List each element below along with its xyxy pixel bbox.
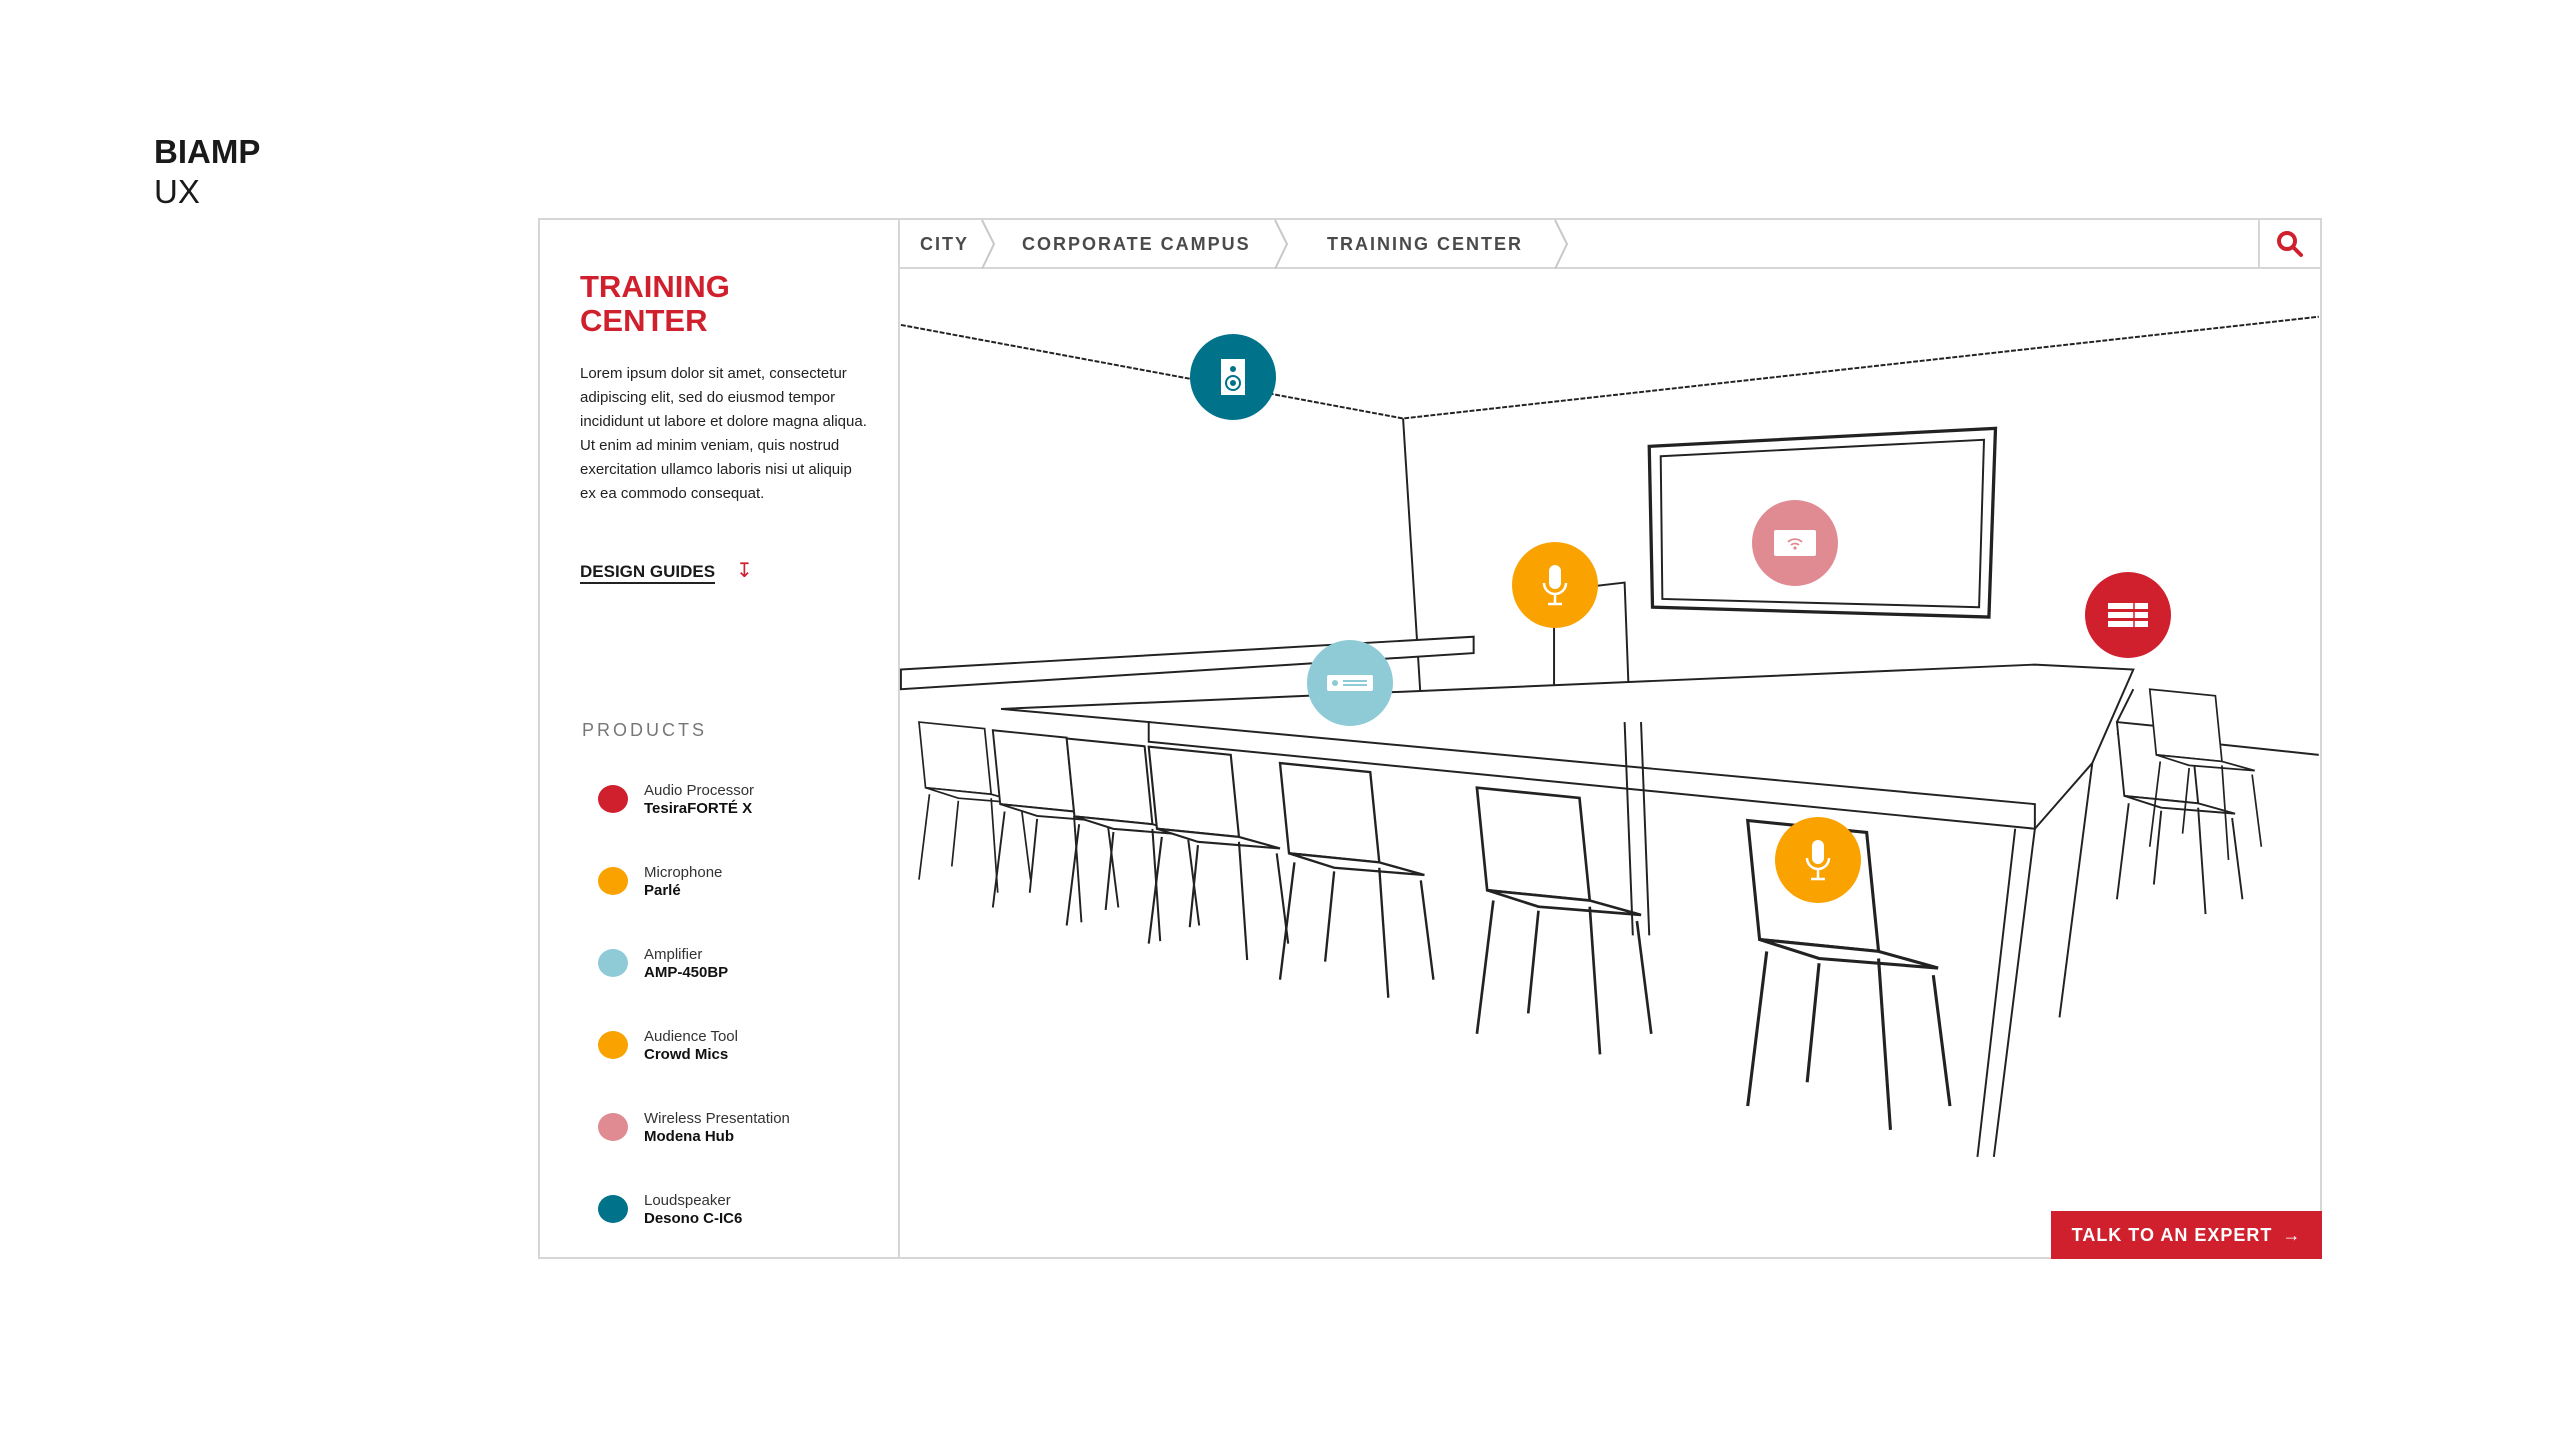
product-color-dot [598, 785, 628, 813]
products-heading: PRODUCTS [582, 720, 708, 740]
breadcrumb: CITY CORPORATE CAMPUS TRAINING CENTER [900, 220, 2320, 269]
brand-logo: BIAMP UX [154, 132, 260, 212]
product-color-dot [598, 1113, 628, 1141]
hotspot-audio-processor[interactable] [2085, 572, 2171, 658]
product-model: TesiraFORTÉ X [644, 800, 753, 817]
product-model: Modena Hub [644, 1128, 734, 1145]
amplifier-icon [1327, 675, 1373, 691]
product-category: Loudspeaker [644, 1192, 731, 1209]
product-category: Microphone [644, 864, 723, 881]
product-color-dot [598, 949, 628, 977]
breadcrumb-training-center[interactable]: TRAINING CENTER [1327, 234, 1523, 254]
audio-processor-icon [2108, 601, 2148, 629]
sidebar: TRAINING CENTER Lorem ipsum dolor sit am… [540, 220, 900, 1257]
room-description: Lorem ipsum dolor sit amet, consectetur … [580, 365, 867, 502]
hotspot-wireless-presentation[interactable] [1752, 500, 1838, 586]
design-guides-link[interactable]: DESIGN GUIDES [580, 562, 716, 584]
speaker-icon [1221, 359, 1245, 395]
microphone-icon [1542, 565, 1568, 606]
breadcrumb-corporate-campus[interactable]: CORPORATE CAMPUS [1022, 234, 1251, 254]
breadcrumb-separators [981, 220, 1569, 269]
room-explorer-panel: TRAINING CENTER Lorem ipsum dolor sit am… [538, 218, 2322, 1259]
download-arrow-icon[interactable]: ↧ [736, 560, 753, 582]
product-color-dot [598, 1195, 628, 1223]
product-model: AMP-450BP [644, 964, 729, 981]
hotspot-crowd-mics[interactable] [1775, 817, 1861, 903]
product-model: Parlé [644, 882, 681, 899]
hotspot-amplifier[interactable] [1307, 640, 1393, 726]
hotspot-loudspeaker[interactable] [1190, 334, 1276, 420]
microphone-icon [1805, 840, 1831, 881]
product-color-dot [598, 1031, 628, 1059]
breadcrumb-city[interactable]: CITY [920, 234, 970, 254]
product-category: Audio Processor [644, 782, 755, 799]
talk-to-expert-button[interactable]: TALK TO AN EXPERT → [2051, 1211, 2322, 1259]
brand-sub: UX [154, 173, 200, 210]
product-category: Wireless Presentation [644, 1110, 790, 1127]
search-button[interactable] [2258, 220, 2320, 267]
product-category: Amplifier [644, 946, 703, 963]
search-icon [2277, 230, 2303, 257]
product-color-dot [598, 867, 628, 895]
product-model: Crowd Mics [644, 1046, 729, 1063]
arrow-right-icon: → [2282, 1224, 2302, 1245]
product-category: Audience Tool [644, 1028, 738, 1045]
cta-label: TALK TO AN EXPERT [2071, 1224, 2273, 1245]
wireless-hub-icon [1774, 530, 1816, 556]
hotspot-microphone[interactable] [1512, 542, 1598, 628]
page-title: TRAINING CENTER [580, 269, 730, 338]
brand-name: BIAMP [154, 133, 261, 170]
product-model: Desono C-IC6 [644, 1210, 743, 1227]
